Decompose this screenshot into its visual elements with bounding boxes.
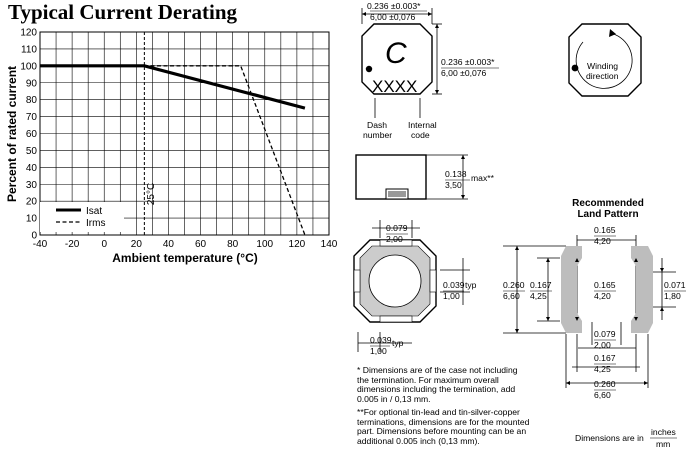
land-b1-mm: 2,00 xyxy=(594,340,611,350)
legend-irms-label: Irms xyxy=(86,218,105,229)
internal-label-1: Internal xyxy=(408,120,437,130)
bottom-top-in: 0.079 xyxy=(386,223,408,233)
bottom-bottom-in: 0.039 xyxy=(370,335,392,345)
winding-label-1: Winding xyxy=(587,61,618,71)
y-tick-label: 30 xyxy=(26,180,38,191)
pin1-dot-icon xyxy=(365,65,373,73)
y-tick-label: 20 xyxy=(26,197,38,208)
x-tick-label: 120 xyxy=(289,239,306,250)
x-tick-label: 60 xyxy=(195,239,207,250)
y-tick-label: 0 xyxy=(31,231,37,242)
bottom-right-mm: 1,00 xyxy=(443,291,460,301)
x-tick-label: -20 xyxy=(65,239,80,250)
x-axis-label: Ambient temperature (°C) xyxy=(112,251,257,265)
land-title-2: Land Pattern xyxy=(577,209,638,220)
top-height-in: 0.236 ±0.003* xyxy=(441,57,495,67)
legend-isat-label: Isat xyxy=(86,206,102,217)
winding-arrow-icon xyxy=(575,32,633,89)
units-num: inches xyxy=(651,427,676,437)
land-inner-mm: 4,25 xyxy=(530,291,547,301)
bottom-right-suffix: typ xyxy=(465,280,477,290)
mark-code: XXXX xyxy=(372,77,417,96)
winding-label-2: direction xyxy=(586,71,619,81)
land-b3-in: 0.260 xyxy=(594,379,616,389)
y-tick-label: 120 xyxy=(20,28,37,39)
dash-label-1: Dash xyxy=(367,120,387,130)
y-tick-label: 60 xyxy=(26,129,38,140)
note-1: * Dimensions are of the case not includi… xyxy=(357,365,518,404)
top-width-in: 0.236 ±0.003* xyxy=(367,1,421,11)
note-2: **For optional tin-lead and tin-silver-c… xyxy=(357,407,530,446)
y-tick-label: 70 xyxy=(26,112,38,123)
winding-dot-icon xyxy=(571,64,579,72)
land-b3-mm: 6,60 xyxy=(594,390,611,400)
derating-chart: 0 10 20 30 40 50 60 70 80 90 100 110 120 -40 -20 0 20 40 6… xyxy=(5,28,338,266)
x-tick-label: 40 xyxy=(163,239,175,250)
y-tick-label: 100 xyxy=(20,61,37,72)
units-den: mm xyxy=(656,439,670,449)
side-height-in: 0.138 xyxy=(445,169,467,179)
top-width-mm: 6,00 ±0,076 xyxy=(370,12,416,22)
land-b2-in: 0.167 xyxy=(594,353,616,363)
land-right-in: 0.071 xyxy=(664,280,686,290)
land-pad-right xyxy=(631,246,653,333)
bottom-top-mm: 2,00 xyxy=(386,234,403,244)
x-tick-label: 140 xyxy=(321,239,338,250)
mark-letter: C xyxy=(385,37,407,70)
winding-arrowhead-icon xyxy=(609,29,616,37)
chart-title: Typical Current Derating xyxy=(8,0,238,24)
land-inner-in: 0.167 xyxy=(530,280,552,290)
bottom-right-in: 0.039 xyxy=(443,280,465,290)
y-tick-label: 110 xyxy=(21,44,37,55)
dash-label-2: number xyxy=(363,130,392,140)
series-irms-line xyxy=(40,65,306,236)
land-outer-in: 0.260 xyxy=(503,280,525,290)
land-center-mm: 4,20 xyxy=(594,291,611,301)
land-top-mm: 4,20 xyxy=(594,236,611,246)
internal-label-2: code xyxy=(411,130,430,140)
y-tick-label: 50 xyxy=(26,146,38,157)
units-prefix: Dimensions are in xyxy=(575,433,644,443)
x-tick-label: 20 xyxy=(131,239,143,250)
land-pad-left xyxy=(561,246,582,333)
side-suffix: max** xyxy=(471,173,495,183)
x-tick-label: 80 xyxy=(227,239,239,250)
land-center-in: 0.165 xyxy=(594,280,616,290)
annotation-25c: 25°C xyxy=(146,183,157,205)
y-tick-label: 80 xyxy=(26,95,38,106)
top-height-mm: 6,00 ±0,076 xyxy=(441,68,487,78)
x-tick-label: -40 xyxy=(33,239,48,250)
side-height-mm: 3,50 xyxy=(445,180,462,190)
y-tick-label: 90 xyxy=(26,78,38,89)
y-tick-label: 40 xyxy=(26,163,38,174)
land-outer-mm: 6,60 xyxy=(503,291,520,301)
bottom-bottom-mm: 1,00 xyxy=(370,346,387,356)
x-tick-label: 0 xyxy=(101,239,107,250)
land-b2-mm: 4,25 xyxy=(594,364,611,374)
chart-legend: Isat Irms xyxy=(40,202,124,232)
land-title-1: Recommended xyxy=(572,198,644,209)
winding-view-outline xyxy=(568,23,642,97)
land-top-in: 0.165 xyxy=(594,225,616,235)
y-axis-label: Percent of rated current xyxy=(5,66,19,202)
bottom-bottom-suffix: typ xyxy=(392,338,404,348)
land-b1-in: 0.079 xyxy=(594,329,616,339)
top-view-outline xyxy=(361,23,433,95)
land-right-mm: 1,80 xyxy=(664,291,681,301)
bottom-view xyxy=(353,239,437,323)
x-tick-label: 100 xyxy=(256,239,273,250)
y-tick-label: 10 xyxy=(26,214,38,225)
